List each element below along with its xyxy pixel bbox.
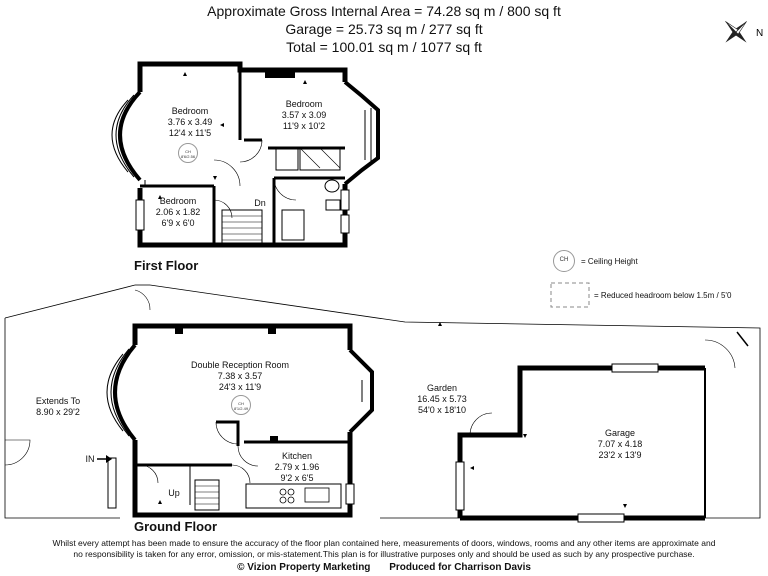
room-size-metric: 16.45 x 5.73: [417, 394, 467, 404]
room-name: Bedroom: [159, 196, 197, 206]
legend-ceiling-height-symbol: CH: [553, 250, 575, 272]
room-name: Garage: [604, 428, 636, 438]
legend-reduced-headroom-text: = Reduced headroom below 1.5m / 5'0: [594, 291, 732, 300]
room-size-metric: 8.90 x 29'2: [36, 407, 80, 417]
room-size-imperial: 9'2 x 6'5: [280, 473, 314, 483]
stairs-up-label: Up: [168, 488, 180, 498]
gross-area-line: Approximate Gross Internal Area = 74.28 …: [207, 3, 561, 19]
total-area-line: Total = 100.01 sq m / 1077 sq ft: [286, 39, 482, 55]
reception-room-label: Double Reception Room 7.38 x 3.57 24'3 x…: [175, 360, 305, 393]
kitchen-label: Kitchen 2.79 x 1.96 9'2 x 6'5: [262, 451, 332, 484]
compass-north-label: N: [756, 28, 763, 39]
room-size-imperial: 54'0 x 18'10: [418, 405, 466, 415]
credits: © Vizion Property Marketing Produced for…: [0, 562, 768, 573]
ceiling-height-marker: CH 8'6/2.56: [178, 143, 198, 163]
room-size-metric: 7.07 x 4.18: [597, 439, 643, 449]
room-name: Kitchen: [281, 451, 313, 461]
entrance-label: IN: [85, 454, 95, 464]
area-summary: Approximate Gross Internal Area = 74.28 …: [0, 2, 768, 56]
room-size-metric: 7.38 x 3.57: [217, 371, 263, 381]
disclaimer-line-1: Whilst every attempt has been made to en…: [52, 538, 716, 548]
room-size-imperial: 11'9 x 10'2: [282, 121, 326, 131]
room-name: Extends To: [35, 396, 81, 406]
ground-floor-title: Ground Floor: [134, 519, 218, 534]
stairs-down-label: Dn: [254, 198, 266, 208]
room-name: Bedroom: [171, 106, 209, 116]
room-name: Bedroom: [285, 99, 323, 109]
first-floor-bedroom-2-label: Bedroom 3.57 x 3.09 11'9 x 10'2: [264, 99, 344, 132]
room-name: Double Reception Room: [190, 360, 290, 370]
copyright-text: © Vizion Property Marketing: [237, 562, 371, 573]
room-size-imperial: 12'4 x 11'5: [168, 128, 212, 138]
room-size-imperial: 6'9 x 6'0: [161, 218, 195, 228]
garage-label: Garage 7.07 x 4.18 23'2 x 13'9: [580, 428, 660, 461]
legend-ceiling-height-text: = Ceiling Height: [581, 257, 638, 266]
room-size-imperial: 24'3 x 11'9: [218, 382, 262, 392]
first-floor-bedroom-1-label: Bedroom 3.76 x 3.49 12'4 x 11'5: [150, 106, 230, 139]
room-size-metric: 2.06 x 1.82: [155, 207, 201, 217]
first-floor-bedroom-3-label: Bedroom 2.06 x 1.82 6'9 x 6'0: [140, 196, 216, 229]
room-size-metric: 3.76 x 3.49: [167, 117, 213, 127]
room-name: Garden: [426, 383, 458, 393]
extension-label: Extends To 8.90 x 29'2: [20, 396, 96, 418]
disclaimer-line-2: no responsibility is taken for any error…: [73, 549, 695, 559]
garden-label: Garden 16.45 x 5.73 54'0 x 18'10: [400, 383, 484, 416]
room-size-imperial: 23'2 x 13'9: [598, 450, 642, 460]
room-size-metric: 3.57 x 3.09: [281, 110, 327, 120]
room-size-metric: 2.79 x 1.96: [274, 462, 320, 472]
first-floor-title: First Floor: [134, 258, 199, 273]
produced-for-text: Produced for Charrison Davis: [389, 562, 531, 573]
garage-area-line: Garage = 25.73 sq m / 277 sq ft: [285, 21, 483, 37]
ceiling-height-marker: CH 8'1/2.49: [231, 395, 251, 415]
compass-icon: N: [725, 21, 763, 43]
